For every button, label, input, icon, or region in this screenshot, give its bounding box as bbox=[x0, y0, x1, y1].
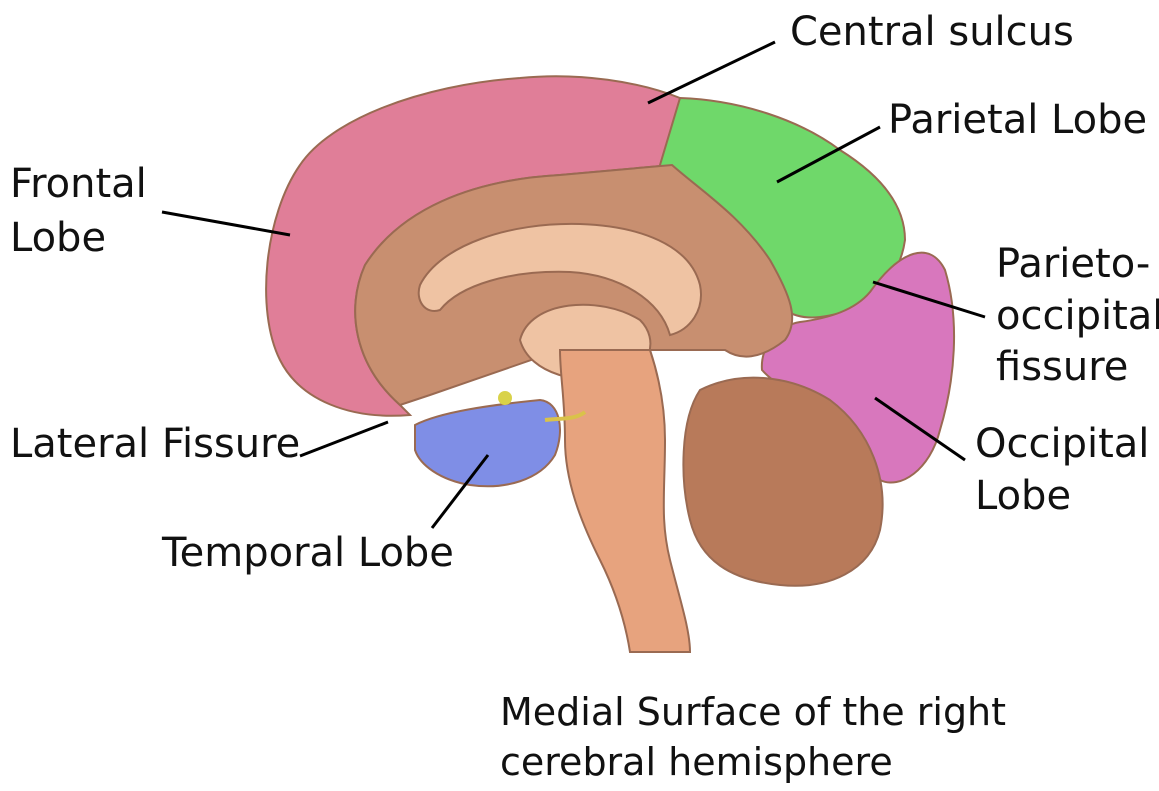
leader-frontal-lobe bbox=[162, 212, 290, 235]
caption-line1: Medial Surface of the right bbox=[500, 688, 1006, 736]
label-temporal-lobe: Temporal Lobe bbox=[162, 529, 454, 577]
label-parieto-occipital-line1: Parieto- bbox=[996, 240, 1150, 288]
optic-chiasm-marker bbox=[498, 391, 512, 405]
label-parietal-lobe: Parietal Lobe bbox=[888, 96, 1147, 144]
leader-central-sulcus bbox=[648, 42, 775, 103]
label-occipital-lobe-line1: Occipital bbox=[975, 420, 1149, 468]
brainstem-region bbox=[560, 350, 690, 652]
temporal-lobe-region bbox=[415, 400, 560, 486]
label-lateral-fissure: Lateral Fissure bbox=[10, 420, 300, 468]
leader-lateral-fissure bbox=[300, 422, 388, 456]
label-frontal-lobe-line2: Lobe bbox=[10, 214, 106, 262]
label-parieto-occipital-line2: occipital bbox=[996, 292, 1159, 340]
label-parieto-occipital-line3: fissure bbox=[996, 343, 1128, 391]
label-occipital-lobe-line2: Lobe bbox=[975, 472, 1071, 520]
label-frontal-lobe-line1: Frontal bbox=[10, 160, 147, 208]
label-central-sulcus: Central sulcus bbox=[790, 8, 1074, 56]
caption-line2: cerebral hemisphere bbox=[500, 738, 893, 786]
